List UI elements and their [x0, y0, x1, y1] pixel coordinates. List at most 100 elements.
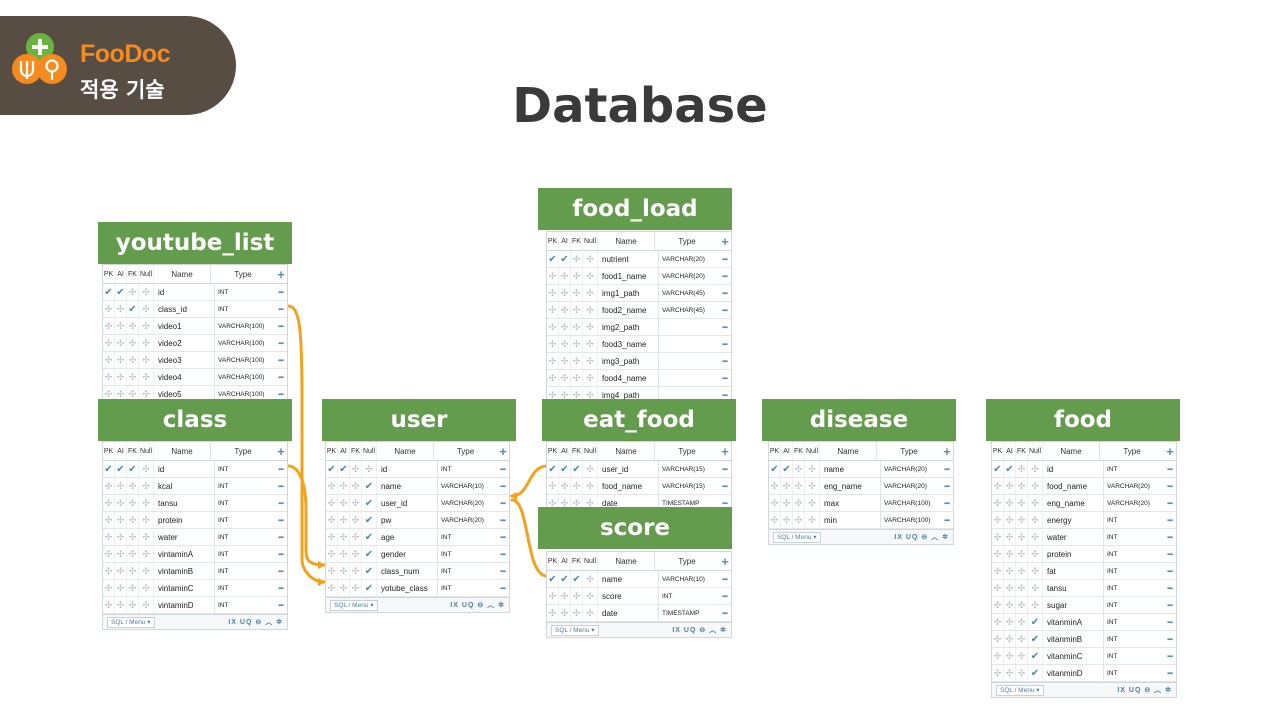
remove-column-icon[interactable]: ━ [278, 464, 284, 474]
column-name[interactable]: pw [377, 512, 438, 528]
column-name[interactable]: video5 [154, 386, 215, 402]
ai-flag[interactable]: ✣ [559, 370, 571, 386]
pk-flag[interactable]: ✔ [326, 461, 338, 477]
ai-flag[interactable]: ✣ [338, 546, 350, 562]
column-type[interactable]: INT [218, 550, 229, 558]
column-name[interactable]: id [154, 461, 215, 477]
null-flag[interactable]: ✣ [1028, 563, 1043, 579]
fk-flag[interactable]: ✣ [793, 495, 805, 511]
index-labels[interactable]: IX UQ [450, 602, 475, 609]
ai-flag[interactable]: ✔ [559, 251, 571, 267]
table-row[interactable]: ✣✣✣✣img2_path━ [547, 319, 731, 336]
null-flag[interactable]: ✣ [805, 495, 820, 511]
null-flag[interactable]: ✣ [1028, 546, 1043, 562]
pk-flag[interactable]: ✣ [992, 546, 1004, 562]
remove-column-icon[interactable]: ━ [278, 566, 284, 576]
remove-column-icon[interactable]: ━ [278, 583, 284, 593]
pk-flag[interactable]: ✣ [769, 495, 781, 511]
ai-flag[interactable]: ✣ [338, 478, 350, 494]
remove-column-icon[interactable]: ━ [278, 600, 284, 610]
column-type[interactable]: INT [1107, 550, 1118, 558]
column-type[interactable]: INT [1107, 652, 1118, 660]
ai-flag[interactable]: ✣ [559, 285, 571, 301]
ai-flag[interactable]: ✣ [559, 302, 571, 318]
null-flag[interactable]: ✣ [1028, 495, 1043, 511]
ai-flag[interactable]: ✣ [338, 495, 350, 511]
null-flag[interactable]: ✣ [139, 512, 154, 528]
ai-flag[interactable]: ✣ [559, 353, 571, 369]
column-type[interactable] [659, 336, 719, 352]
column-name[interactable]: water [154, 529, 215, 545]
pk-flag[interactable]: ✣ [103, 512, 115, 528]
fk-flag[interactable]: ✣ [350, 512, 362, 528]
ai-flag[interactable]: ✣ [559, 319, 571, 335]
ai-flag[interactable]: ✣ [781, 495, 793, 511]
column-name[interactable]: food1_name [598, 268, 659, 284]
remove-column-icon[interactable]: ━ [500, 464, 506, 474]
ai-flag[interactable]: ✣ [338, 563, 350, 579]
fk-flag[interactable]: ✔ [127, 301, 139, 317]
table-row[interactable]: ✣✣✣✣food4_name━ [547, 370, 731, 387]
remove-column-icon[interactable]: ━ [722, 339, 728, 349]
ai-flag[interactable]: ✣ [115, 369, 127, 385]
pk-flag[interactable]: ✔ [547, 251, 559, 267]
fk-flag[interactable]: ✣ [350, 495, 362, 511]
null-flag[interactable]: ✣ [583, 336, 598, 352]
remove-column-icon[interactable]: ━ [1167, 566, 1173, 576]
column-type[interactable]: VARCHAR(10) [662, 575, 705, 583]
table-tools-icon[interactable]: ⊖ ︿ ✲ [918, 534, 949, 541]
fk-flag[interactable]: ✣ [127, 546, 139, 562]
ai-flag[interactable]: ✣ [115, 580, 127, 596]
table-tools-icon[interactable]: ⊖ ︿ ✲ [1141, 687, 1172, 694]
ai-flag[interactable]: ✣ [781, 512, 793, 528]
pk-flag[interactable]: ✣ [547, 302, 559, 318]
sql-menu-button[interactable]: SQL / Menu ▾ [330, 599, 378, 611]
remove-column-icon[interactable]: ━ [500, 549, 506, 559]
ai-flag[interactable]: ✣ [115, 301, 127, 317]
column-type[interactable]: INT [218, 465, 229, 473]
null-flag[interactable]: ✣ [139, 563, 154, 579]
ai-flag[interactable]: ✣ [1004, 563, 1016, 579]
column-name[interactable]: video4 [154, 369, 215, 385]
add-column-icon[interactable]: + [1166, 443, 1174, 459]
fk-flag[interactable]: ✣ [571, 302, 583, 318]
column-name[interactable]: nutrient [598, 251, 659, 267]
pk-flag[interactable]: ✣ [992, 529, 1004, 545]
remove-column-icon[interactable]: ━ [278, 372, 284, 382]
remove-column-icon[interactable]: ━ [1167, 651, 1173, 661]
fk-flag[interactable]: ✣ [1016, 529, 1028, 545]
remove-column-icon[interactable]: ━ [278, 549, 284, 559]
ai-flag[interactable]: ✔ [338, 461, 350, 477]
column-name[interactable]: class_id [154, 301, 215, 317]
null-flag[interactable]: ✣ [583, 478, 598, 494]
add-column-icon[interactable]: + [277, 443, 285, 459]
column-name[interactable]: vintaminD [154, 597, 215, 613]
column-name[interactable]: name [820, 461, 881, 477]
pk-flag[interactable]: ✣ [103, 478, 115, 494]
ai-flag[interactable]: ✣ [781, 478, 793, 494]
column-type[interactable]: INT [218, 499, 229, 507]
index-controls[interactable]: IX UQ ⊖ ︿ ✲ [1117, 685, 1172, 695]
null-flag[interactable]: ✣ [139, 301, 154, 317]
pk-flag[interactable]: ✣ [103, 546, 115, 562]
column-type[interactable]: INT [218, 533, 229, 541]
sql-menu-button[interactable]: SQL / Menu ▾ [551, 624, 599, 636]
pk-flag[interactable]: ✣ [103, 597, 115, 613]
column-type[interactable]: TIMESTAMP [662, 499, 700, 507]
add-column-icon[interactable]: + [499, 443, 507, 459]
null-flag[interactable]: ✣ [139, 352, 154, 368]
fk-flag[interactable]: ✣ [1016, 614, 1028, 630]
column-name[interactable]: score [598, 588, 659, 604]
column-type[interactable]: INT [1107, 618, 1118, 626]
fk-flag[interactable]: ✔ [127, 461, 139, 477]
fk-flag[interactable]: ✣ [350, 461, 362, 477]
remove-column-icon[interactable]: ━ [500, 532, 506, 542]
